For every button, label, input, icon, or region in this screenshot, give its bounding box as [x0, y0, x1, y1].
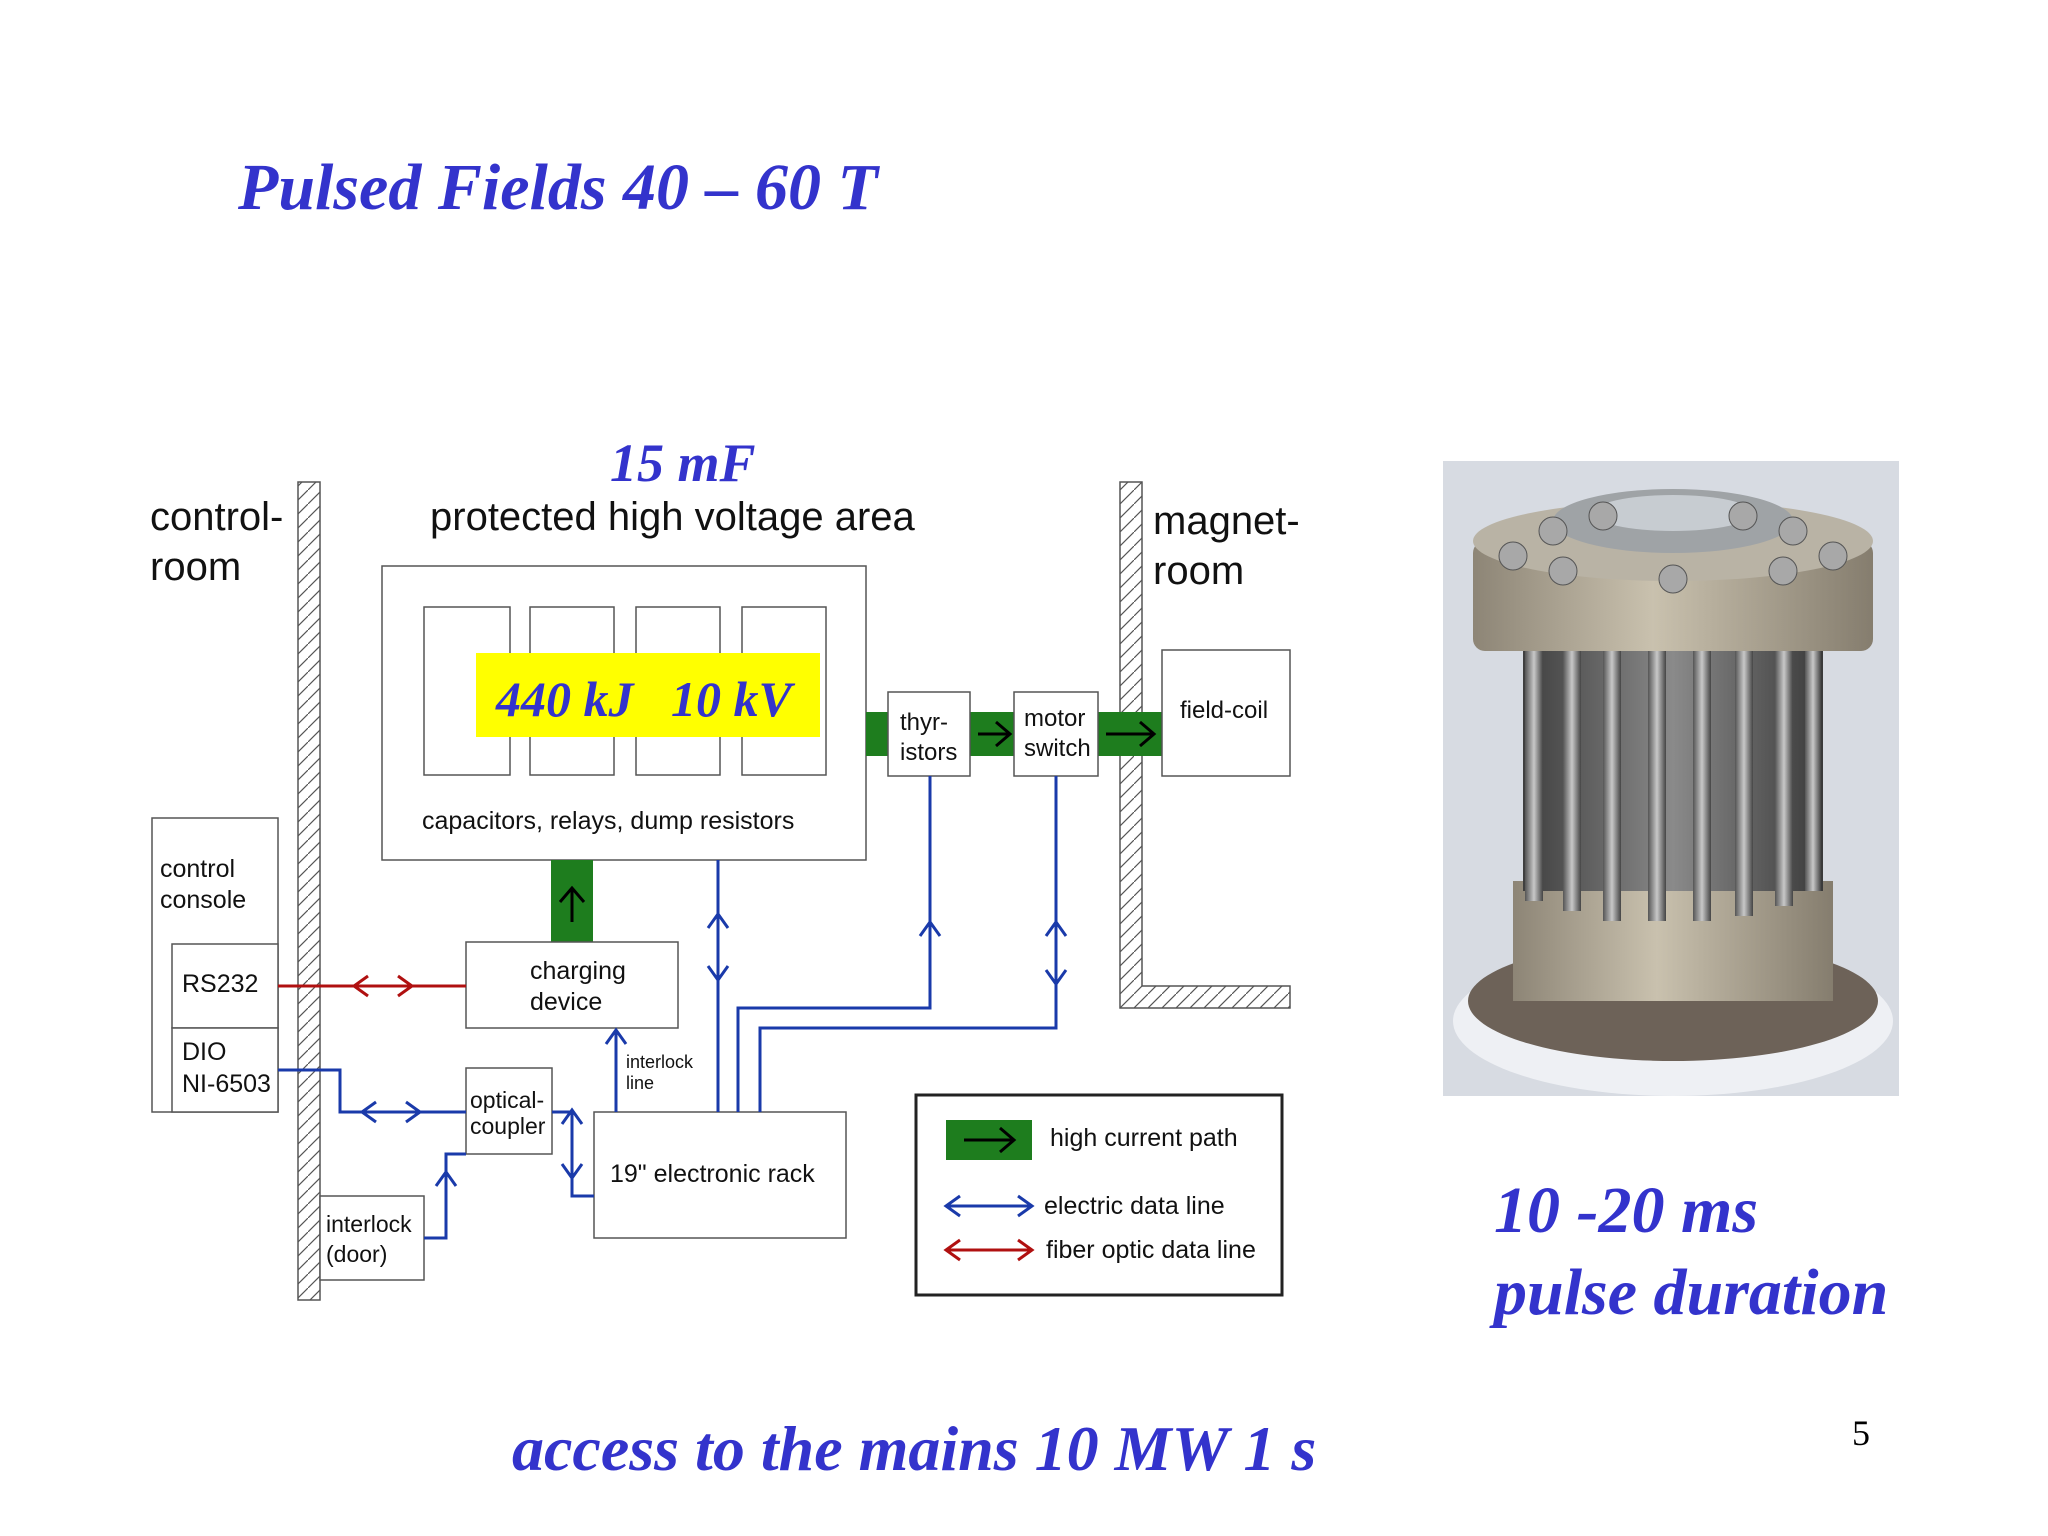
control-room-label-line1: control-: [150, 495, 283, 539]
control-console-label-1: control: [160, 855, 235, 883]
charging-device-label-1: charging: [530, 957, 626, 985]
charging-device-box: [465, 941, 679, 1029]
interlock-door-label-2: (door): [326, 1241, 387, 1267]
thyristors-box: [887, 691, 971, 777]
pulse-duration-line2: pulse duration: [1494, 1256, 1889, 1329]
magnet-room-wall: [1119, 481, 1291, 1009]
pulsed-magnet-photo: [1443, 461, 1899, 1096]
electronic-rack-box: [593, 1111, 847, 1239]
dio-label-2: NI-6503: [182, 1070, 271, 1098]
hv-area-caption: capacitors, relays, dump resistors: [422, 807, 794, 835]
optical-coupler-label-2: coupler: [470, 1113, 546, 1139]
interlock-line-label-1: interlock: [626, 1052, 694, 1072]
control-room-label-line2: room: [150, 545, 241, 589]
high-current-arrow-2: [1106, 720, 1157, 748]
legend-electric-arrow-icon: [943, 1194, 1035, 1218]
field-coil-label: field-coil: [1180, 697, 1268, 724]
capacitance-label: 15 mF: [610, 433, 756, 493]
pulse-duration-text: 10 -20 ms pulse duration: [1494, 1170, 1888, 1334]
field-coil-box: [1161, 649, 1291, 777]
mains-access-text: access to the mains 10 MW 1 s: [512, 1413, 1317, 1484]
fiber-optic-line: [278, 974, 466, 998]
optical-coupler-box: [465, 1067, 553, 1155]
high-current-arrow-3: [558, 885, 586, 922]
legend-high-current-label: high current path: [1050, 1124, 1238, 1152]
control-console-label-2: console: [160, 886, 246, 914]
energy-voltage-label: 440 kJ 10 kV: [495, 671, 796, 727]
motor-switch-label-2: switch: [1024, 735, 1091, 762]
interlock-door-box: [319, 1195, 425, 1281]
slide-title: Pulsed Fields 40 – 60 T: [238, 151, 878, 224]
legend-fiber-arrow-icon: [943, 1238, 1035, 1262]
motor-switch-label-1: motor: [1024, 705, 1085, 732]
magnet-room-label-line1: magnet-: [1153, 499, 1300, 543]
charging-device-label-2: device: [530, 988, 602, 1016]
optical-coupler-label-1: optical-: [470, 1087, 544, 1113]
high-current-arrow-1: [978, 720, 1013, 748]
electronic-rack-label: 19" electronic rack: [610, 1160, 815, 1188]
electric-data-lines: [278, 776, 1068, 1240]
dio-port: [171, 1027, 279, 1113]
legend-fiber-label: fiber optic data line: [1046, 1236, 1256, 1264]
interlock-door-label-1: interlock: [326, 1211, 412, 1237]
thyristors-label-2: istors: [900, 739, 957, 766]
legend-electric-label: electric data line: [1044, 1192, 1225, 1220]
thyristors-label-1: thyr-: [900, 709, 948, 736]
control-room-wall: [297, 481, 321, 1301]
hv-area-label: protected high voltage area: [430, 495, 916, 539]
pulse-duration-line1: 10 -20 ms: [1494, 1174, 1758, 1247]
slide-number: 5: [1852, 1413, 1870, 1453]
interlock-line-label-2: line: [626, 1073, 654, 1093]
magnet-room-label-line2: room: [1153, 549, 1244, 593]
legend-high-current-arrow-icon: [964, 1126, 1017, 1154]
high-current-path-1: [866, 712, 888, 756]
dio-label-1: DIO: [182, 1038, 226, 1066]
energy-highlight: [476, 653, 820, 737]
rs232-label: RS232: [182, 970, 258, 998]
